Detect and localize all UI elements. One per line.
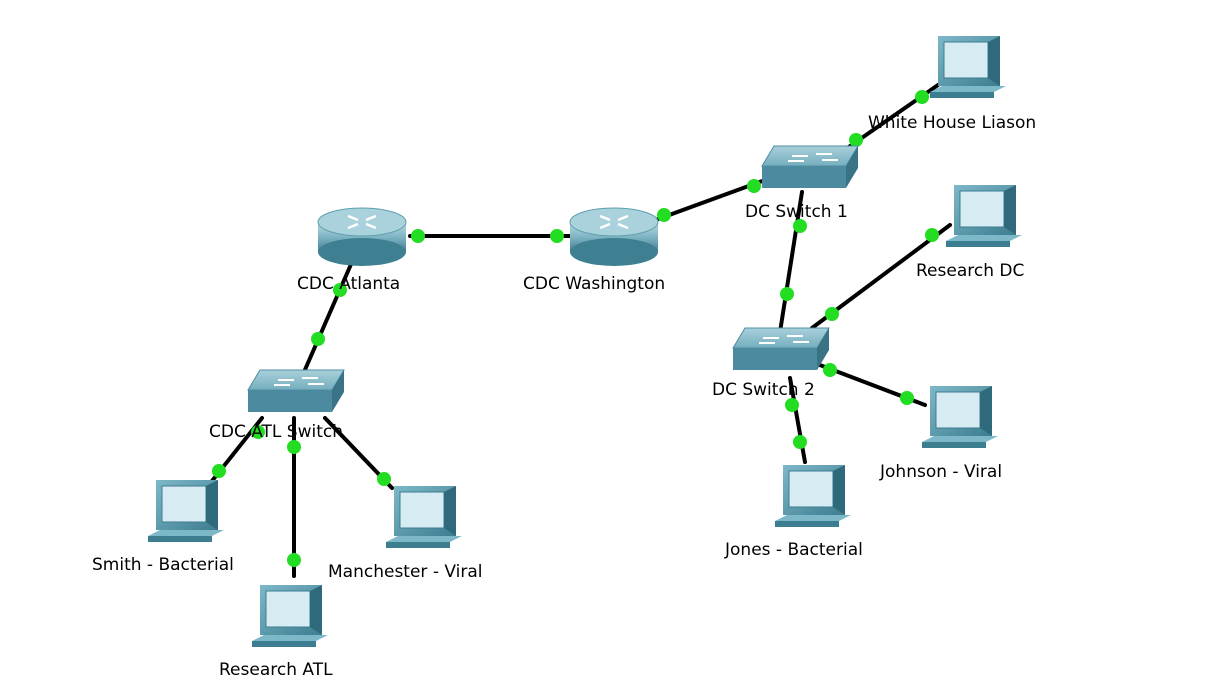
pc-icon [930, 36, 1006, 98]
port-light [212, 464, 226, 478]
node-label: CDC ATL Switch [209, 422, 343, 442]
port-light [311, 332, 325, 346]
router-icon [317, 207, 407, 266]
port-light [793, 435, 807, 449]
node-label: CDC Atlanta [297, 274, 400, 294]
port-light [785, 398, 799, 412]
port-light [287, 553, 301, 567]
pc-johnson-viral[interactable] [922, 386, 998, 448]
port-light [411, 229, 425, 243]
node-label: Johnson - Viral [879, 462, 1002, 482]
port-indicators [212, 90, 939, 567]
port-light [915, 90, 929, 104]
port-light [925, 228, 939, 242]
pc-smith-bacterial[interactable] [148, 480, 224, 542]
node-label: CDC Washington [523, 274, 665, 294]
port-light [823, 363, 837, 377]
port-light [793, 219, 807, 233]
switch-icon [761, 145, 859, 188]
pc-research-dc[interactable] [946, 185, 1022, 247]
node-label: DC Switch 1 [745, 202, 848, 222]
router-cdc-washington[interactable] [569, 207, 659, 266]
pc-icon [252, 585, 328, 647]
link-cdc-atlanta-cdc-atl-switch[interactable] [302, 260, 354, 374]
port-light [780, 287, 794, 301]
pc-jones-bacterial[interactable] [775, 465, 851, 527]
pc-icon [775, 465, 851, 527]
node-label: Manchester - Viral [328, 562, 482, 582]
node-label: White House Liason [868, 113, 1036, 133]
pc-icon [148, 480, 224, 542]
port-light [550, 229, 564, 243]
port-light [825, 307, 839, 321]
node-label: Jones - Bacterial [724, 540, 863, 560]
pc-manchester-viral[interactable] [386, 486, 462, 548]
node-label: Smith - Bacterial [92, 555, 234, 575]
router-icon [569, 207, 659, 266]
port-light [657, 208, 671, 222]
switch-dc-switch-1[interactable] [761, 145, 859, 188]
port-light [377, 472, 391, 486]
port-light [849, 133, 863, 147]
router-cdc-atlanta[interactable] [317, 207, 407, 266]
node-label: DC Switch 2 [712, 380, 815, 400]
node-label: Research ATL [219, 660, 333, 680]
node-label: Research DC [916, 261, 1024, 281]
switch-dc-switch-2[interactable] [732, 327, 830, 370]
port-light [287, 440, 301, 454]
pc-icon [946, 185, 1022, 247]
switch-icon [732, 327, 830, 370]
port-light [333, 283, 347, 297]
pc-research-atl[interactable] [252, 585, 328, 647]
pc-icon [386, 486, 462, 548]
port-light [900, 391, 914, 405]
pc-white-house-liason[interactable] [930, 36, 1006, 98]
switch-icon [247, 369, 345, 412]
port-light [251, 425, 265, 439]
switch-cdc-atl-switch[interactable] [247, 369, 345, 412]
pc-icon [922, 386, 998, 448]
port-light [747, 179, 761, 193]
link-dc-switch-1-dc-switch-2[interactable] [778, 190, 804, 334]
